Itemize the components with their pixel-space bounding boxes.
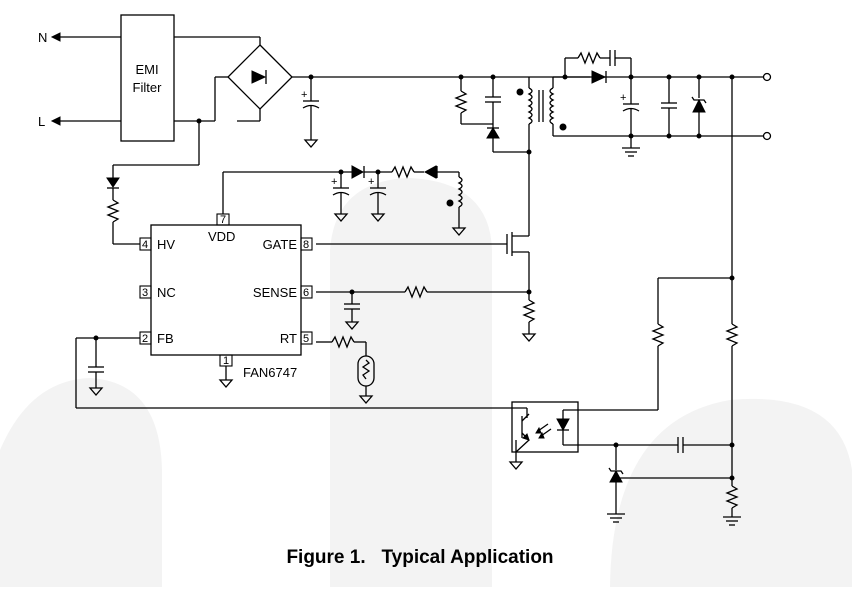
pin-number: 4 [142,239,148,251]
bulk-cap-plus: + [301,89,307,101]
output-terminal-positive [762,72,772,82]
snubber-resistor [454,90,468,114]
divider-upper-resistor [725,323,739,347]
pin-number: 3 [142,287,148,299]
hv-start-path [106,118,202,245]
aux-diode-icon [423,165,437,179]
vdd-aux-supply: + + [222,165,467,236]
rt-ntc-network [316,335,375,404]
primary-winding [527,87,533,125]
pin-name-fb: FB [157,331,174,346]
watermark-background [0,178,852,587]
pin-box [300,285,313,299]
figure-caption: Figure 1. Typical Application [286,547,553,568]
ground-icon [521,333,537,342]
primary-dot [516,88,524,96]
flyback-transformer [516,76,590,230]
secondary-dot [559,123,567,131]
primary-snubber [454,74,529,153]
pin-name-sense: SENSE [253,285,297,300]
feedback-network [75,335,527,409]
rc-snubber-resistor [577,51,601,65]
ground-icon [218,379,234,388]
ground-icon [88,387,104,396]
pin-number: 5 [303,333,309,345]
emi-filter-label-2: Filter [133,80,163,95]
aux-winding-dot [446,199,454,207]
shunt-regulator [607,437,732,523]
divider-lower-resistor [725,485,739,509]
pin-number: 2 [142,333,148,345]
emi-filter: EMI Filter [120,14,261,142]
terminal-l-arrow [50,116,61,126]
optocoupler-body [511,401,579,453]
ground-icon [333,213,349,222]
aux-cap-plus: + [368,176,374,188]
output-cap-plus: + [620,92,626,104]
hv-diode-icon [106,177,120,188]
sense-filter [316,285,529,330]
input-terminals: N L [38,30,121,129]
pin-box [300,237,313,251]
ground-icon [303,139,319,148]
ground-icon [451,227,467,236]
pin-number: 1 [223,355,229,367]
vdd-cap-plus: + [331,176,337,188]
opto-led-icon [556,418,570,432]
bridge-rectifier: + [227,44,740,148]
sense-resistor [522,299,536,323]
aux-winding [457,176,463,208]
terminal-n-label: N [38,30,47,45]
ground-icon [344,321,360,330]
vdd-diode-icon [351,165,365,179]
pin-number: 6 [303,287,309,299]
ic-part-number: FAN6747 [243,365,297,380]
pin-name-nc: NC [157,285,176,300]
pin-number: 7 [220,214,226,226]
emi-filter-label-1: EMI [135,62,158,77]
emi-filter-box [120,14,175,142]
terminal-l-label: L [38,114,45,129]
secondary-output: + [553,50,772,526]
bridge-diode-icon [251,70,267,84]
output-diode-icon [591,70,607,84]
snubber-diode-icon [486,127,500,139]
vdd-resistor [391,165,415,179]
terminal-n-arrow [50,32,61,42]
controller-ic: 4 HV 3 NC 2 FB 7 VDD 8 GATE 6 SENSE 5 RT… [139,213,313,388]
pin-box [139,237,152,251]
pin-name-rt: RT [280,331,297,346]
pin-box [139,285,152,299]
rt-resistor [331,335,355,349]
optocoupler [508,401,678,470]
pin-name-hv: HV [157,237,175,252]
sense-filter-resistor [404,285,428,299]
output-terminal-negative [762,131,772,141]
tl431-icon [609,469,623,483]
ground-icon [370,213,386,222]
led-bias-resistor [651,323,665,347]
pin-number: 8 [303,239,309,251]
pin-name-gate: GATE [263,237,298,252]
hv-resistor [106,199,120,223]
pin-box [300,331,313,345]
ground-icon [508,461,524,470]
output-zener-icon [692,98,706,113]
pin-name-vdd: VDD [208,229,235,244]
ground-icon [358,395,374,404]
secondary-winding [549,87,555,125]
